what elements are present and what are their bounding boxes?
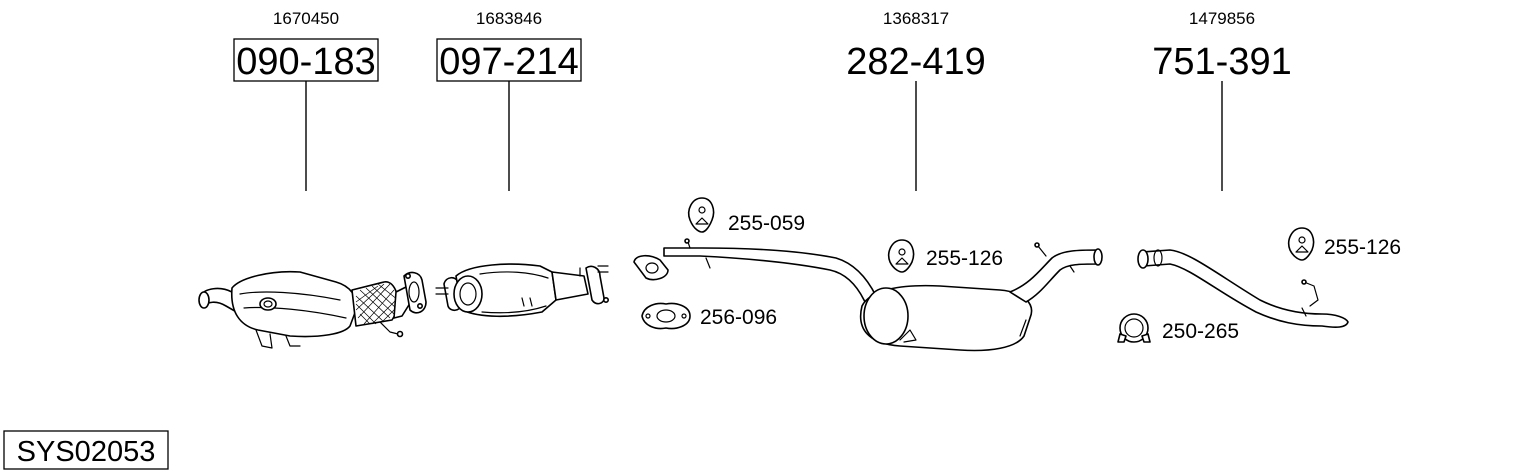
accessory-hanger-255-059[interactable]: 255-059 <box>687 197 805 235</box>
part-code-box <box>233 38 379 82</box>
rubber-hanger-icon <box>687 197 715 233</box>
part-code: 282-419 <box>846 41 985 83</box>
part-label-1[interactable]: 1670450 090-183 <box>233 9 379 191</box>
center-muffler-drawing[interactable] <box>633 238 1103 352</box>
rubber-hanger-icon <box>887 239 915 273</box>
rubber-hanger-icon <box>1287 227 1315 261</box>
part-ref-number: 1479856 <box>1189 9 1255 28</box>
part-code: 751-391 <box>1152 41 1291 83</box>
system-code-label: SYS02053 <box>3 430 169 470</box>
accessory-code: 255-126 <box>1324 236 1401 259</box>
accessory-gasket-256-096[interactable]: 256-096 <box>641 302 777 330</box>
gasket-icon <box>641 302 691 330</box>
accessory-code: 250-265 <box>1162 320 1239 343</box>
part-label-4[interactable]: 1479856 751-391 <box>1152 9 1292 191</box>
catalytic-converter-drawing[interactable] <box>198 270 427 349</box>
part-code: 097-214 <box>439 41 578 83</box>
system-code: SYS02053 <box>17 436 156 468</box>
system-code-box <box>3 430 169 470</box>
accessory-code: 256-096 <box>700 306 777 329</box>
part-ref-number: 1368317 <box>883 9 949 28</box>
rear-pipe-drawing[interactable] <box>1137 249 1349 328</box>
accessory-code: 255-126 <box>926 247 1003 270</box>
accessory-hanger-255-126-a[interactable]: 255-126 <box>887 239 1003 273</box>
part-label-2[interactable]: 1683846 097-214 <box>436 9 582 191</box>
accessory-code: 255-059 <box>728 212 805 235</box>
pipe-clamp-icon <box>1119 313 1149 343</box>
accessory-clamp-250-265[interactable]: 250-265 <box>1117 313 1239 343</box>
part-code-box <box>436 38 582 82</box>
particulate-filter-drawing[interactable] <box>435 263 609 318</box>
part-ref-number: 1670450 <box>273 9 339 28</box>
accessory-hanger-255-126-b[interactable]: 255-126 <box>1287 227 1401 261</box>
part-label-3[interactable]: 1368317 282-419 <box>846 9 986 191</box>
part-code: 090-183 <box>236 41 375 83</box>
part-ref-number: 1683846 <box>476 9 542 28</box>
